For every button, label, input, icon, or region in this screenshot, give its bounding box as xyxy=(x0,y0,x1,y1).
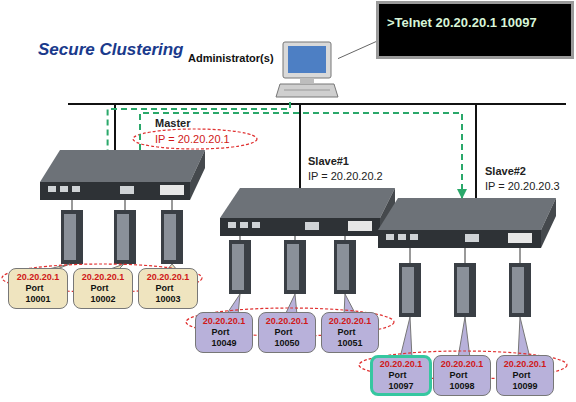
ip-address: IP = 20.20.20.2 xyxy=(308,170,383,183)
port-number: Port 10098 xyxy=(449,370,474,392)
slave-switch: Slave#2IP = 20.20.20.3 xyxy=(378,198,556,248)
admin-computer xyxy=(276,42,338,97)
callout-bubble: 20.20.20.1Port 10099 xyxy=(496,355,554,396)
slave-switch: Slave#1IP = 20.20.20.2 xyxy=(220,188,395,236)
port-number: Port 10049 xyxy=(211,327,236,349)
ip-address: 20.20.20.1 xyxy=(11,272,65,283)
telnet-path xyxy=(140,113,462,198)
callout-bubble: 20.20.20.1Port 10001 xyxy=(8,268,68,309)
master-switch: MasterIP = 20.20.20.1 xyxy=(40,150,205,200)
ip-address: 20.20.20.1 xyxy=(141,272,195,283)
ip-address: 20.20.20.1 xyxy=(76,272,130,283)
ip-address: 20.20.20.1 xyxy=(373,359,429,370)
ip-address: IP = 20.20.20.1 xyxy=(155,133,230,146)
port-number: Port 10002 xyxy=(90,283,115,305)
slave-switch xyxy=(378,198,556,248)
telnet-command: >Telnet 20.20.20.1 10097 xyxy=(387,15,537,30)
leader-line xyxy=(338,42,376,59)
port-number: Port 10050 xyxy=(274,327,299,349)
admin-station: Administrator(s) xyxy=(188,40,338,102)
ip-address: 20.20.20.1 xyxy=(499,359,551,370)
slave-switch xyxy=(220,188,395,236)
server-tower xyxy=(61,210,531,317)
port-number: Port 10099 xyxy=(512,370,537,392)
terminal-screen: >Telnet 20.20.20.1 10097 xyxy=(376,1,574,59)
callout-bubble: 20.20.20.1Port 10003 xyxy=(138,268,198,309)
ip-address: 20.20.20.1 xyxy=(436,359,488,370)
callout-bubble: 20.20.20.1Port 10050 xyxy=(258,312,316,353)
port-number: Port 10001 xyxy=(25,283,50,305)
ip-address: 20.20.20.1 xyxy=(324,316,376,327)
port-number: Port 10051 xyxy=(337,327,362,349)
device-name: Slave#2 xyxy=(485,165,526,178)
ip-address: 20.20.20.1 xyxy=(261,316,313,327)
device-name: Master xyxy=(155,117,190,130)
diagram-title: Secure Clustering xyxy=(38,40,184,60)
device-name: Slave#1 xyxy=(308,155,349,168)
callout-bubble: 20.20.20.1Port 10002 xyxy=(73,268,133,309)
callout-bubble: 20.20.20.1Port 10097 xyxy=(370,355,432,396)
callout-bubble: 20.20.20.1Port 10098 xyxy=(433,355,491,396)
port-number: Port 10003 xyxy=(155,283,180,305)
master-switch xyxy=(40,150,205,200)
ip-address: IP = 20.20.20.3 xyxy=(485,180,560,193)
telnet-path xyxy=(108,102,290,150)
station-label: Administrator(s) xyxy=(188,52,274,64)
port-number: Port 10097 xyxy=(388,370,413,392)
callout-bubble: 20.20.20.1Port 10051 xyxy=(321,312,379,353)
callout-bubble: 20.20.20.1Port 10049 xyxy=(195,312,253,353)
ip-address: 20.20.20.1 xyxy=(198,316,250,327)
